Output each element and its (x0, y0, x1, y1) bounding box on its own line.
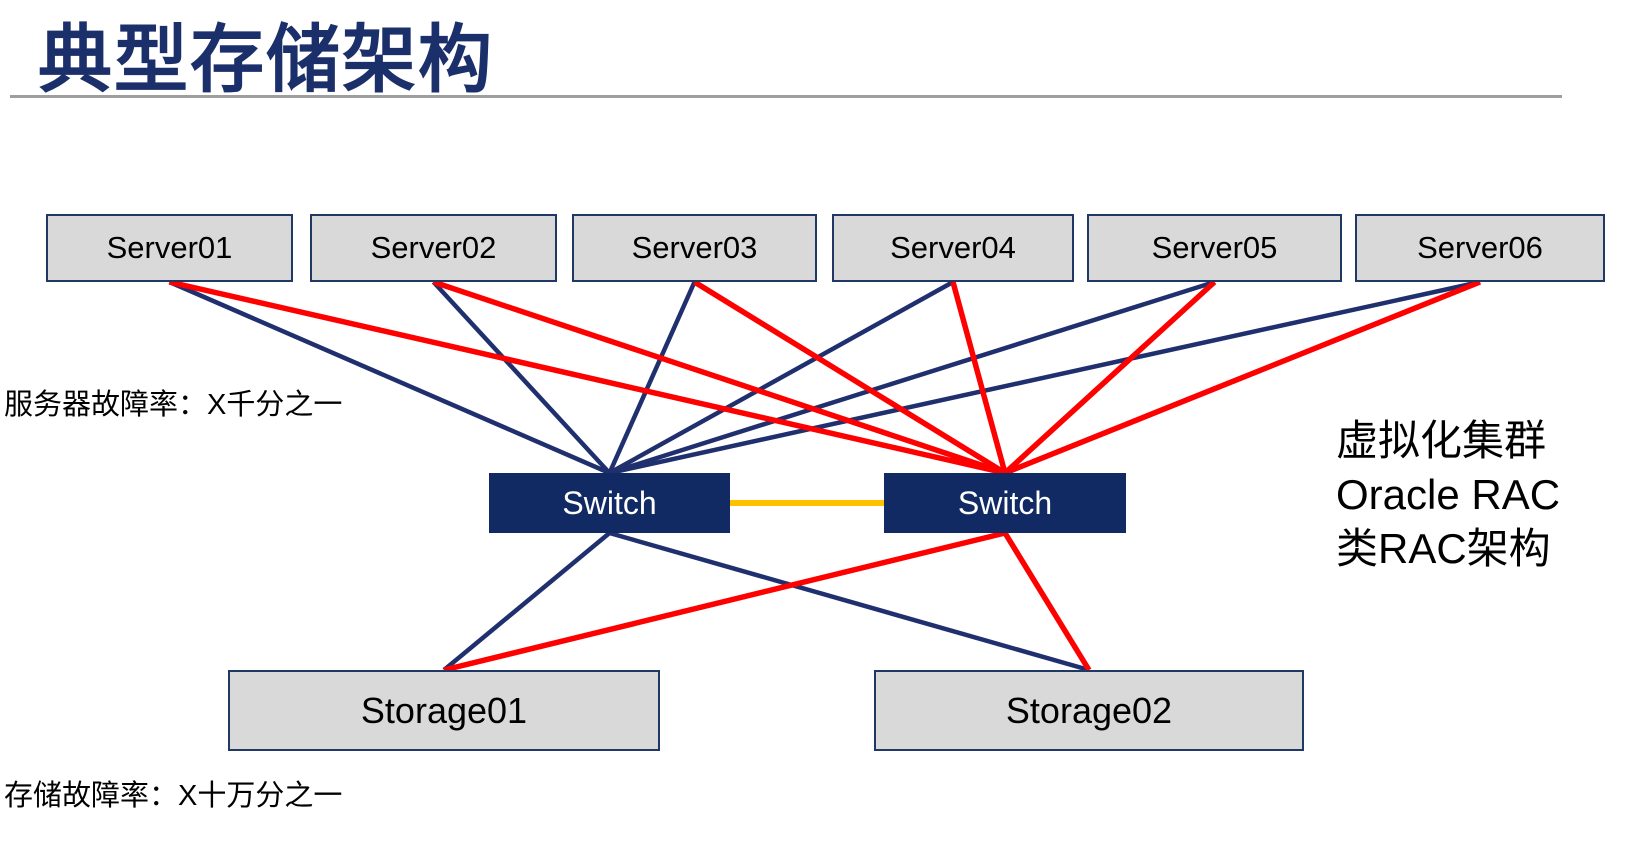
cluster-note-line3: 类RAC架构 (1336, 525, 1551, 572)
link-switch2-storage1 (443, 530, 1006, 673)
link-server2-switch1 (431, 280, 612, 475)
storage02-box: Storage02 (874, 670, 1304, 751)
link-server3-switch2 (693, 279, 1007, 476)
switch-left-label: Switch (562, 484, 657, 521)
server04-box: Server04 (832, 214, 1074, 282)
link-server3-switch1 (607, 281, 697, 474)
server01-label: Server01 (106, 230, 233, 265)
title-divider (10, 95, 1562, 98)
storage02-label: Storage02 (1005, 689, 1173, 731)
link-server5-switch2 (1003, 279, 1217, 476)
server06-box: Server06 (1355, 214, 1605, 282)
link-server1-switch1 (168, 279, 611, 476)
switch-left-box: Switch (489, 473, 730, 533)
link-server1-switch2 (168, 279, 1006, 476)
link-server5-switch1 (608, 279, 1216, 476)
storage01-box: Storage01 (228, 670, 660, 751)
link-server6-switch2 (1003, 279, 1482, 476)
cluster-note-line1: 虚拟化集群 (1336, 417, 1547, 464)
storage01-label: Storage01 (360, 689, 528, 731)
link-switch1-storage1 (442, 531, 611, 672)
link-server4-switch2 (950, 281, 1008, 474)
server02-label: Server02 (370, 230, 497, 265)
server-failure-rate-note: 服务器故障率：X千分之一 (4, 389, 343, 421)
switch-right-label: Switch (957, 484, 1053, 521)
server03-label: Server03 (631, 230, 758, 265)
server06-label: Server06 (1417, 230, 1543, 265)
link-switch2-storage2 (1002, 531, 1092, 672)
server01-box: Server01 (46, 214, 293, 282)
server05-label: Server05 (1151, 230, 1278, 265)
server05-box: Server05 (1087, 214, 1342, 282)
server03-box: Server03 (572, 214, 817, 282)
server02-box: Server02 (310, 214, 557, 282)
link-switch1-storage2 (608, 530, 1090, 673)
link-server4-switch1 (608, 280, 955, 475)
cluster-note: 虚拟化集群 Oracle RAC 类RAC架构 (1336, 414, 1560, 576)
storage-failure-rate-note: 存储故障率：X十万分之一 (4, 780, 343, 812)
page-title: 典型存储架构 (38, 18, 494, 101)
server04-label: Server04 (890, 230, 1016, 265)
link-server6-switch1 (609, 279, 1481, 476)
switch-right-box: Switch (884, 473, 1126, 533)
cluster-note-line2: Oracle RAC (1336, 471, 1561, 518)
link-server2-switch2 (432, 279, 1006, 476)
